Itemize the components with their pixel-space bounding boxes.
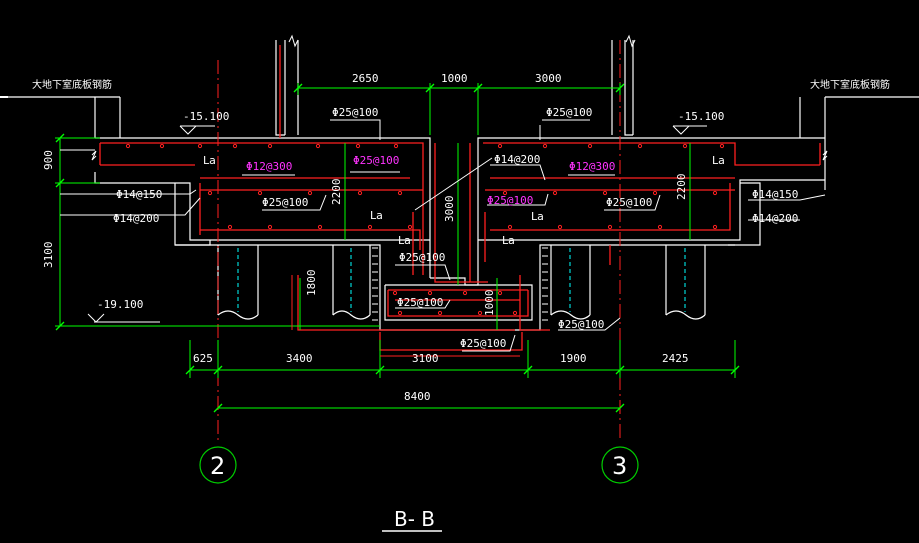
piles <box>217 245 706 320</box>
rebar-label-17: Φ25@100 <box>558 318 604 331</box>
dim-top-c: 3000 <box>535 72 562 85</box>
pit-dims <box>291 275 520 357</box>
rebar-label-2: Φ25@100 <box>353 154 399 167</box>
rebar-label-3: Φ12@300 <box>246 160 292 173</box>
pile-dashes <box>237 248 686 312</box>
level-bottom: -19.100 <box>97 298 143 311</box>
labels: 大地下室底板钢筋 大地下室底板钢筋 -15.100 -15.100 -19.10… <box>32 72 890 531</box>
rebar-label-14: Φ25@100 <box>399 251 445 264</box>
rebar-label-11: Φ25@100 <box>606 196 652 209</box>
dim-bottom-b: 3400 <box>286 352 313 365</box>
level-markers <box>87 125 690 323</box>
level-right-top: -15.100 <box>678 110 724 123</box>
dim-top-b: 1000 <box>441 72 468 85</box>
dim-bottom-c: 3100 <box>412 352 439 365</box>
rebar-label-16: Φ25@100 <box>460 337 506 350</box>
la-label-1: La <box>203 154 216 167</box>
axis-label-left: 2 <box>210 452 225 480</box>
note-right: 大地下室底板钢筋 <box>810 78 890 91</box>
dim-vert-2200-left: 2200 <box>330 179 343 206</box>
la-label-6: La <box>712 154 725 167</box>
dim-bottom-d: 1900 <box>560 352 587 365</box>
axis-bubbles <box>199 446 639 484</box>
hatching <box>372 247 548 321</box>
rebar-label-6: Φ25@100 <box>546 106 592 119</box>
dim-vert-3000: 3000 <box>443 196 456 223</box>
rebar-label-7: Φ14@200 <box>113 212 159 225</box>
rebar-label-12: Φ14@150 <box>752 188 798 201</box>
dim-vert-3100: 3100 <box>42 242 55 269</box>
la-label-5: La <box>502 234 515 247</box>
axis-label-right: 3 <box>612 452 627 480</box>
dim-vert-1800: 1800 <box>305 270 318 297</box>
rebar-label-13: Φ14@200 <box>752 212 798 225</box>
section-title: B- B <box>394 507 435 531</box>
dimensions <box>55 83 736 409</box>
rebar-label-8: Φ14@200 <box>494 153 540 166</box>
rebar-label-5: Φ14@150 <box>116 188 162 201</box>
la-label-3: La <box>398 234 411 247</box>
rebar-label-1: Φ25@100 <box>332 106 378 119</box>
rebar-dots <box>125 143 725 316</box>
break-symbols <box>91 34 828 161</box>
rebar-label-15: Φ25@100 <box>397 296 443 309</box>
dim-vert-1000: 1000 <box>483 290 496 317</box>
dim-vert-900: 900 <box>42 150 55 170</box>
dim-bottom-e: 2425 <box>662 352 689 365</box>
rebar-label-9: Φ12@300 <box>569 160 615 173</box>
dim-overall: 8400 <box>404 390 431 403</box>
leaders <box>60 119 826 352</box>
dim-top-a: 2650 <box>352 72 379 85</box>
level-left-top: -15.100 <box>183 110 229 123</box>
dim-bottom-a: 625 <box>193 352 213 365</box>
dim-ticks <box>55 83 740 413</box>
rebar-label-10: Φ25@100 <box>487 194 533 207</box>
note-left: 大地下室底板钢筋 <box>32 78 112 91</box>
la-label-4: La <box>531 210 544 223</box>
dim-vert-2200-right: 2200 <box>675 174 688 201</box>
rebar-label-4: Φ25@100 <box>262 196 308 209</box>
la-label-2: La <box>370 209 383 222</box>
